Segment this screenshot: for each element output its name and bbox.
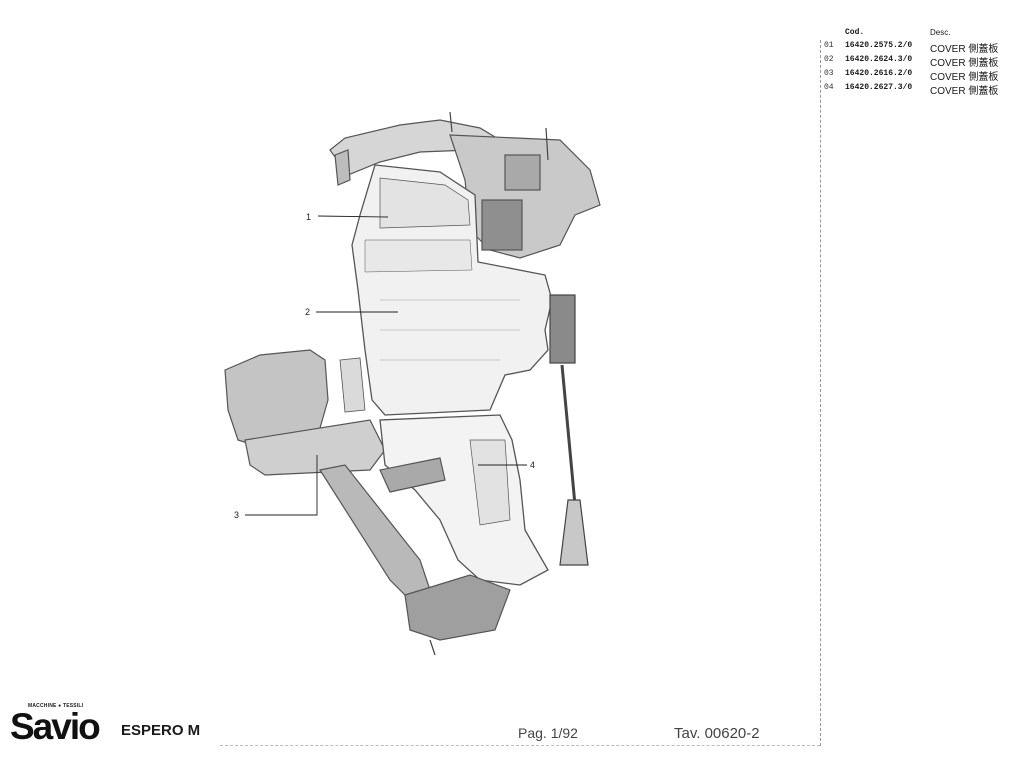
- part-description: COVER 側蓋板: [930, 86, 999, 97]
- parts-table: Cod. Desc. 01 16420.2575.2/0 COVER 側蓋板 0…: [820, 28, 1024, 97]
- callout-4-label: 4: [530, 460, 535, 470]
- part-index: 03: [824, 69, 834, 78]
- page-number: Pag. 1/92: [518, 725, 578, 741]
- logo-caption: MACCHINE ● TESSILI: [28, 703, 84, 709]
- cover-panel-lower: [379, 414, 549, 586]
- callout-3: 3: [234, 455, 318, 520]
- part-description: COVER 側蓋板: [930, 72, 999, 83]
- table-row: 03 16420.2616.2/0 COVER 側蓋板: [820, 68, 1024, 83]
- part-description: COVER 側蓋板: [930, 44, 999, 55]
- part-index: 01: [824, 41, 834, 50]
- part-index: 04: [824, 83, 834, 92]
- machine-name: ESPERO M: [121, 722, 201, 739]
- callout-4: 4: [478, 460, 535, 470]
- callout-3-label: 3: [234, 510, 239, 520]
- parts-panel-divider: [820, 40, 821, 746]
- column-header-code: Cod.: [845, 28, 865, 37]
- callout-2: 2: [305, 307, 398, 317]
- callout-1: 1: [306, 212, 389, 222]
- exploded-drawing: 1 2 3 4: [224, 111, 601, 656]
- logo-wordmark: Savio: [10, 706, 101, 747]
- callout-2-label: 2: [305, 307, 310, 317]
- table-number: Tav. 00620-2: [674, 725, 760, 742]
- lower-left-unit: [224, 349, 386, 476]
- callout-1-label: 1: [306, 212, 311, 222]
- part-code: 16420.2575.2/0: [845, 41, 913, 50]
- part-code: 16420.2627.3/0: [845, 83, 913, 92]
- part-code: 16420.2616.2/0: [845, 69, 913, 78]
- table-row: 01 16420.2575.2/0 COVER 側蓋板: [820, 40, 1024, 55]
- table-row: 02 16420.2624.3/0 COVER 側蓋板: [820, 54, 1024, 69]
- parts-table-header: Cod. Desc.: [820, 28, 1024, 40]
- side-rod: [549, 294, 589, 566]
- footer-divider: [220, 745, 820, 746]
- cover-panel-upper: [351, 164, 553, 416]
- table-row: 04 16420.2627.3/0 COVER 側蓋板: [820, 82, 1024, 97]
- part-index: 02: [824, 55, 834, 64]
- top-bracket-assembly: [329, 111, 601, 259]
- bottom-frame: [319, 457, 511, 656]
- column-header-description: Desc.: [930, 28, 951, 37]
- part-description: COVER 側蓋板: [930, 58, 999, 69]
- savio-logo: MACCHINE ● TESSILI Savio: [10, 703, 102, 747]
- part-code: 16420.2624.3/0: [845, 55, 913, 64]
- parts-illustration: 1 2 3 4: [224, 111, 601, 656]
